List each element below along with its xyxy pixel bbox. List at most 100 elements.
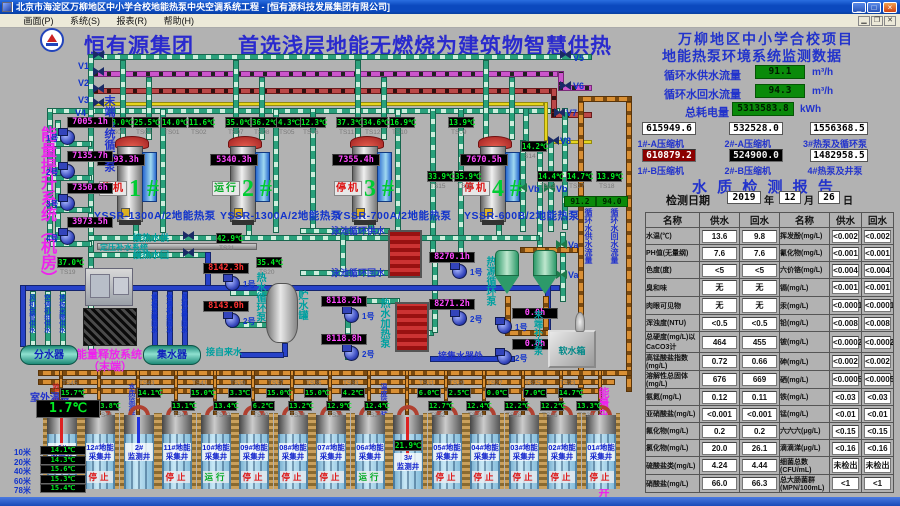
well-post [543,413,547,489]
menu-item[interactable]: 画面(P) [23,16,54,26]
valve-icon[interactable] [560,81,571,90]
parameter-name: 硒(mg/L) [779,370,830,389]
well-status: 停止 [472,471,498,483]
pump-icon[interactable] [58,162,75,179]
pump-icon[interactable] [342,306,359,323]
energy-counter-display: 610879.2 [642,149,696,162]
sensor-tag: TS46 [97,412,113,419]
pump-icon[interactable] [223,274,240,291]
pump-icon[interactable] [450,309,467,326]
pump-icon[interactable] [342,344,359,361]
parameter-value: 未检出 [829,456,862,475]
temperature-display: 37.3℃ [336,117,364,128]
sensor-tag: TS27 [487,380,503,387]
parameter-value: <0.5 [699,314,740,332]
hot-water-supply-pipe [88,235,540,241]
valve-icon[interactable] [560,50,571,59]
unit-hours-display: 7670.5h [460,154,508,166]
well-label: 01#地能采集井 [587,443,615,461]
report-year-box: 2019 [727,191,761,204]
well-casing [547,415,577,437]
valve-icon[interactable] [554,108,565,117]
well-post [308,413,312,489]
probe-line [137,417,140,457]
parameter-name: 铅(mg/L) [779,314,830,332]
unit-number: 4 # [492,176,522,202]
sensor-tag: TS31 [419,380,435,387]
pump-icon[interactable] [58,194,75,211]
energy-counter-display: 615949.6 [642,122,696,135]
child-minimize-button[interactable]: ▁ [858,16,870,26]
well-casing [162,415,192,437]
well-temperature-display: 4.2℃ [341,388,365,398]
minimize-button[interactable]: _ [852,2,866,13]
valve-icon[interactable] [93,67,104,76]
vertical-label: 循环水供水流量 [584,208,593,264]
valve-icon[interactable] [93,84,104,93]
valve-icon[interactable] [183,248,194,257]
ground-well: 2#监测井 [120,405,158,493]
valve-icon[interactable] [516,183,527,192]
pipe [160,108,166,233]
unit-hours-display: 7355.4h [332,154,380,166]
parameter-value: <0.0001 [829,296,862,315]
pump-icon[interactable] [58,228,75,245]
menu-item[interactable]: 报表(R) [116,16,148,26]
sensor-tag: TS45 [62,380,78,387]
metric-value-display: 91.1 [755,65,805,79]
child-restore-button[interactable]: ❐ [871,16,883,26]
temperature-display: 37.0℃ [57,257,85,268]
close-button[interactable]: × [883,2,897,13]
parameter-value: 669 [739,370,780,389]
parameter-value: 0.72 [699,352,740,371]
parameter-name: 硫酸盐类(mg/L) [645,456,700,475]
valve-icon[interactable] [183,231,194,240]
valve-icon[interactable] [544,183,555,192]
parameter-value: 0.2 [739,422,780,440]
pump-icon[interactable] [495,317,512,334]
pump-icon[interactable] [223,311,240,328]
depth-temp-display: 14.3℃ [40,455,86,465]
parameter-value: 66.0 [699,474,740,493]
vertical-label: 热源循环泵 [484,256,495,306]
sensor-tag: TS35 [306,380,322,387]
valve-icon[interactable] [556,240,567,249]
label: 室外温度 [30,393,70,404]
maximize-button[interactable]: □ [867,2,881,13]
pump-hours-display: 7005.1h [67,117,113,128]
counter-label: 4#热泵及井泵 [807,166,863,176]
parameter-value: 0.2 [699,422,740,440]
valve-icon[interactable] [93,50,104,59]
pump-icon[interactable] [450,262,467,279]
well-status: 停止 [588,471,614,483]
pipe [430,356,515,362]
valve-icon[interactable] [556,270,567,279]
outdoor-temp-display: 1.7℃ [36,400,100,418]
pump-number: 2号 [515,354,528,363]
depth-temp-display: 15.4℃ [40,484,86,494]
ground-well: 04#地能采集井停止 [466,405,504,493]
table-header: 名称 [779,212,830,228]
valve-icon[interactable] [548,136,559,145]
valve-icon[interactable] [93,98,104,107]
depth-temp-display: 14.1℃ [40,446,86,455]
child-close-button[interactable]: ✕ [884,16,896,26]
counter-label: 2#-B压缩机 [724,166,772,176]
return-branch-label: 风机盘管回水 [179,294,187,333]
pump-icon[interactable] [58,128,75,145]
pump-icon[interactable] [495,348,512,365]
well-temperature-display: 12.7℃ [428,401,454,411]
well-temperature-display: 3.3℃ [228,388,252,398]
pipe [282,343,288,357]
valve-label: V2 [78,78,90,88]
sensor-tag: TS32 [430,412,446,419]
temperature-display: 13.9℃ [448,117,476,128]
flow-meter-display: 94.0 [596,196,628,207]
menu-item[interactable]: 帮助(H) [163,16,195,26]
sensor-tag: TS10 [392,129,408,136]
menu-item[interactable]: 系统(S) [70,16,101,26]
